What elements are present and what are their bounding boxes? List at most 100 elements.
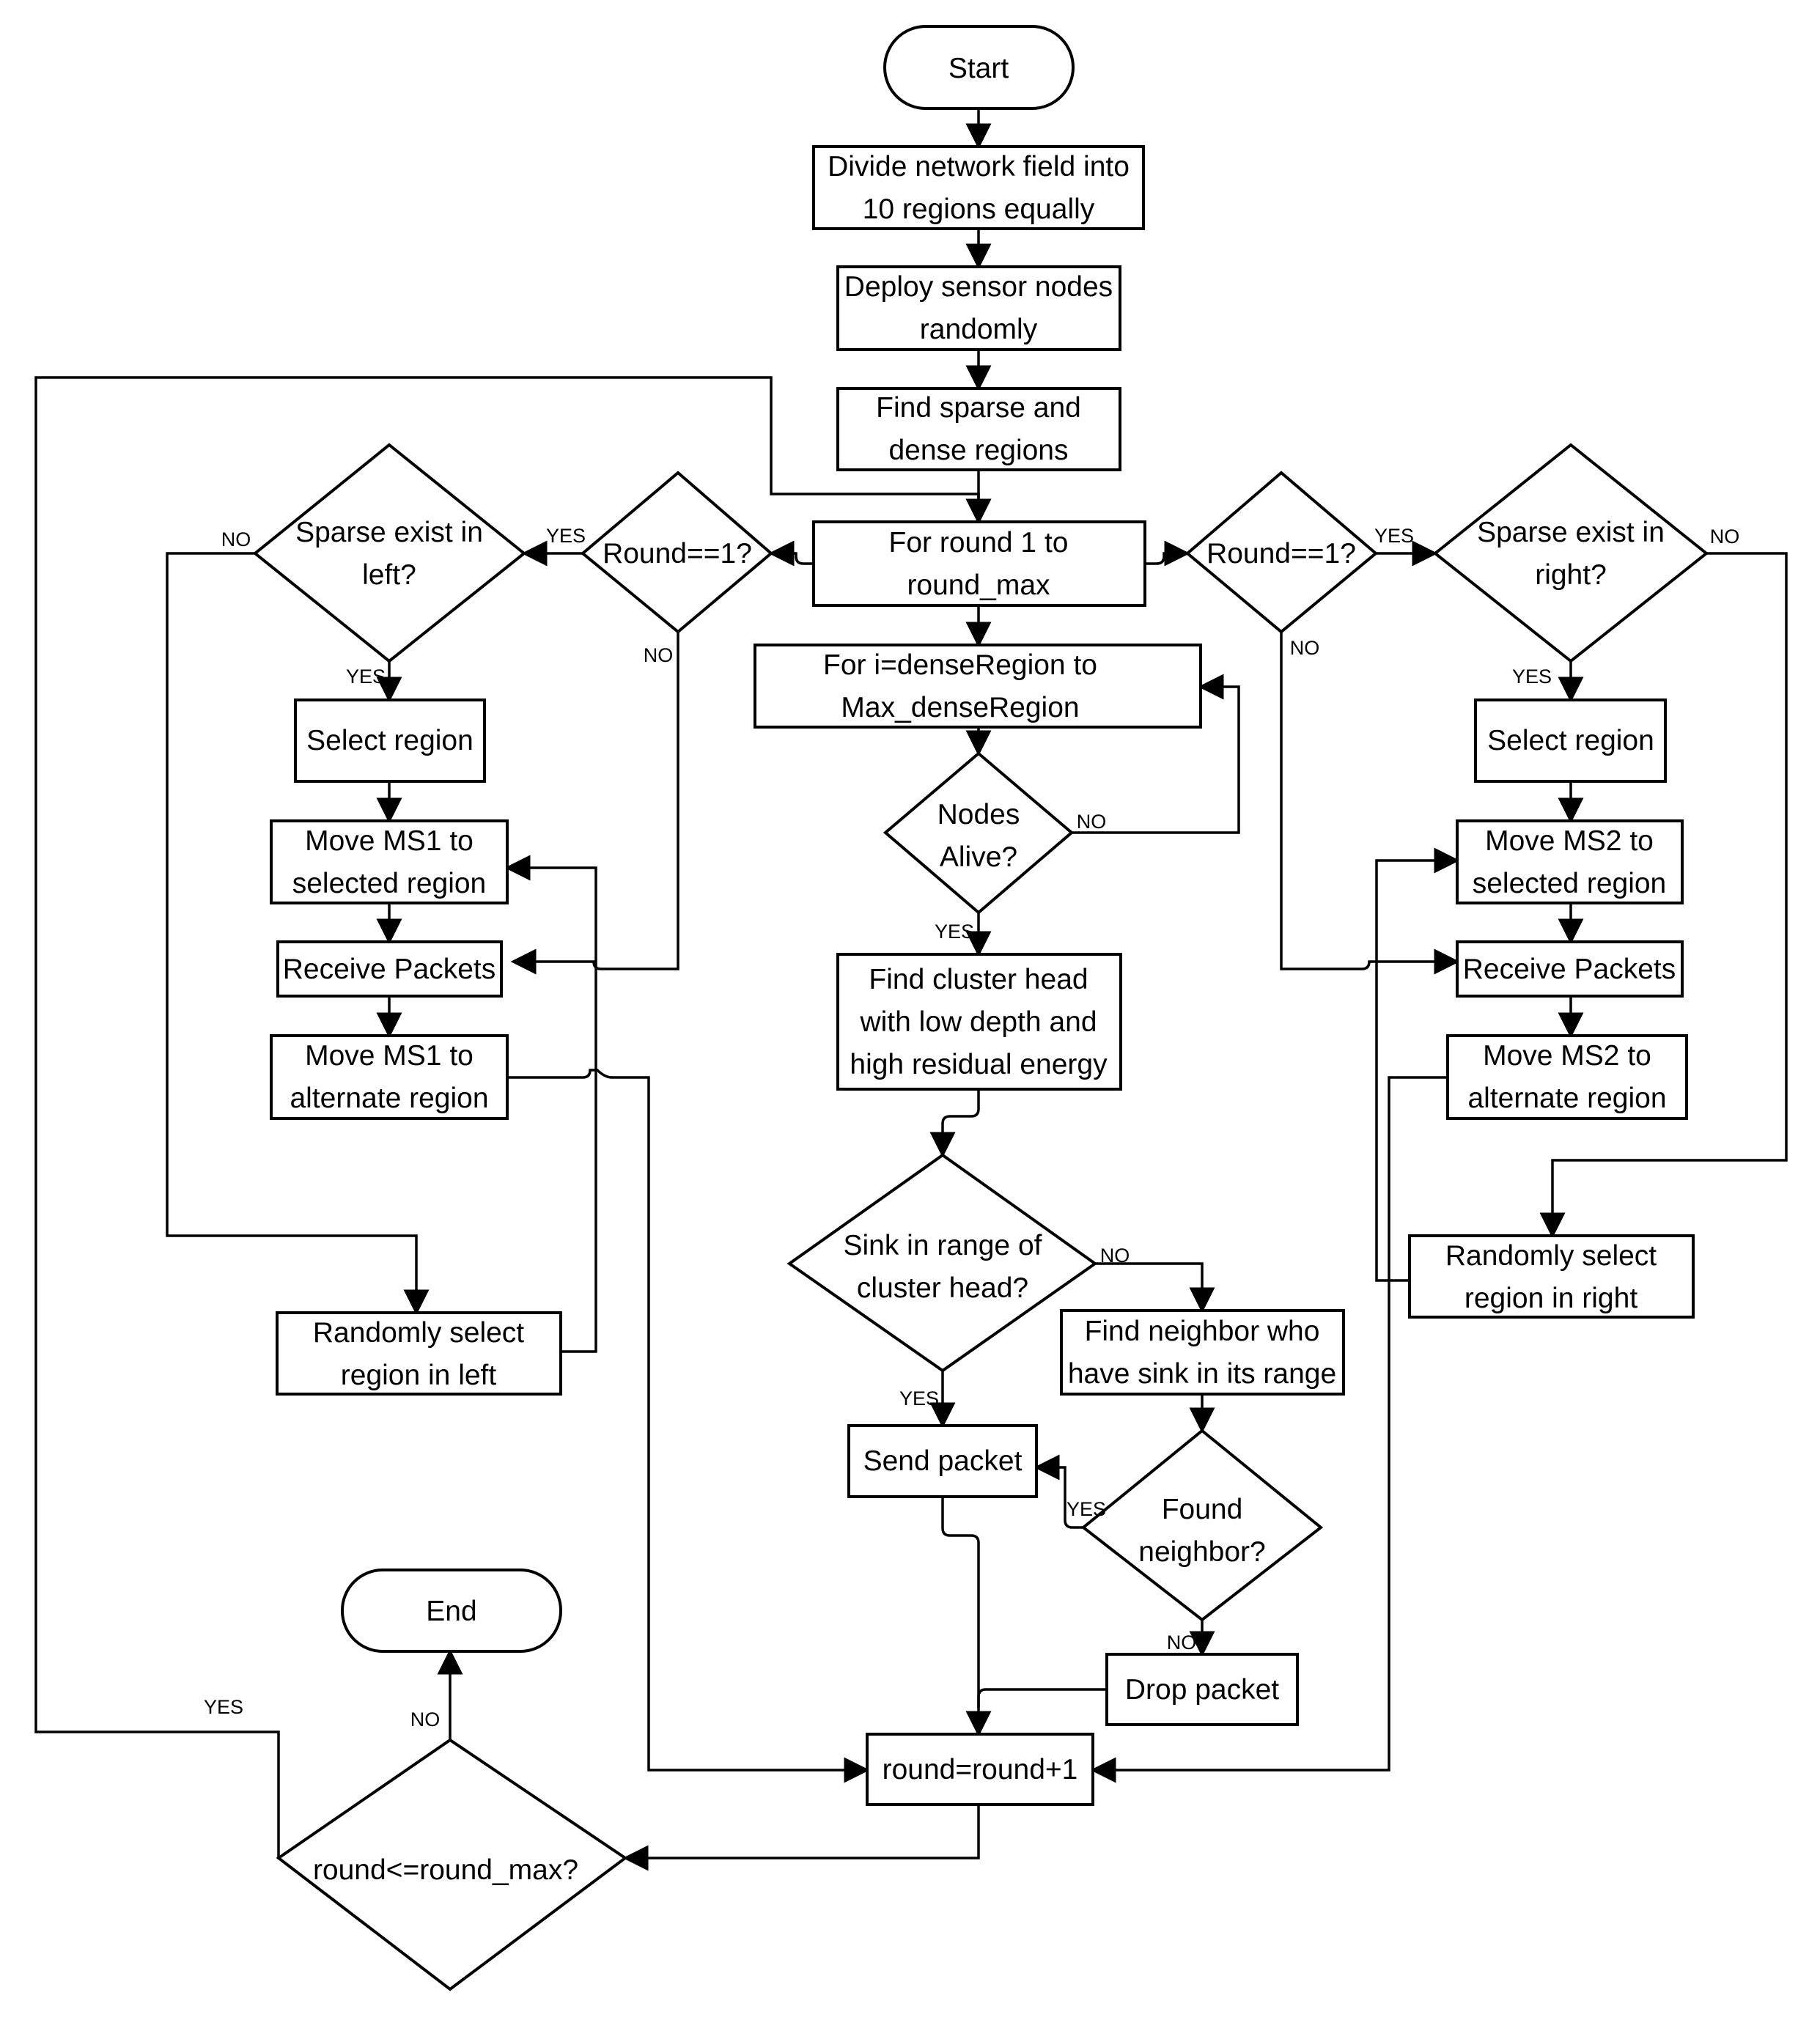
edge-roundright-no (1280, 632, 1460, 975)
yes-found-label: YES (1066, 1498, 1106, 1520)
round-check-left-decision (580, 471, 774, 634)
no-sparseleft-label: NO (221, 528, 251, 550)
found-neighbor-label: Found neighbor? (1138, 1494, 1265, 1568)
yes-sparseleft-label: YES (346, 666, 386, 688)
for-i-box (754, 644, 1202, 729)
no-roundleft-label: NO (644, 644, 674, 666)
move-ms2-alternate-box (1446, 1034, 1688, 1120)
round-check-right-label: Round==1? (1206, 538, 1356, 570)
nodes-alive-label-line: Nodes (937, 799, 1020, 830)
found-neighbor-label-line: Found (1162, 1494, 1243, 1525)
edge-sparseright-no (1539, 552, 1788, 1239)
select-left-box (294, 698, 486, 783)
send-packet-label: Send packet (863, 1445, 1023, 1477)
edge-randomleft-move1 (504, 855, 597, 1353)
found-neighbor-label-line: neighbor? (1138, 1536, 1265, 1568)
edge-movealt1-roundinc (507, 1069, 870, 1783)
found-neighbor-decision (1080, 1429, 1324, 1622)
for-round-label-line: For round 1 to (889, 527, 1069, 559)
edge-findch-sink (929, 1089, 980, 1158)
node-labels: Start End (426, 53, 1009, 1627)
round-check-left-label: Round==1? (603, 538, 752, 570)
round-inc-label: round=round+1 (883, 1754, 1078, 1785)
edge-send-roundinc (941, 1497, 992, 1737)
receive-right-box (1456, 940, 1684, 998)
receive-right-label: Receive Packets (1463, 954, 1676, 985)
find-ch-label-line: high residual energy (850, 1049, 1108, 1080)
move-ms1-alternate-box (270, 1034, 509, 1120)
send-packet-label-line: Send packet (863, 1445, 1023, 1477)
for-round-label-line: round_max (907, 570, 1050, 601)
start-label: Start (948, 53, 1009, 84)
round-cond-decision (276, 1738, 628, 1991)
yes-sparseright-label: YES (1512, 666, 1552, 688)
edge-nodesalive-no (1072, 674, 1240, 834)
end-terminator (341, 1569, 562, 1653)
nodes-alive-decision (883, 751, 1075, 915)
find-sparse-label-line: Find sparse and (876, 392, 1081, 424)
for-round-label: For round 1 to round_max (889, 527, 1069, 601)
find-neighbor-label-line: have sink in its range (1068, 1358, 1336, 1390)
random-left-box (276, 1311, 562, 1396)
no-sink-label: NO (1100, 1245, 1130, 1267)
find-neighbor-label-line: Find neighbor who (1085, 1316, 1320, 1347)
edge-sink-findneighbor (1095, 1262, 1215, 1313)
yes-roundright-label: YES (1374, 525, 1414, 547)
edge-forround-roundright (1145, 540, 1190, 567)
edge-movealt2-roundinc (1090, 1076, 1448, 1783)
round-check-left-label-line: Round==1? (603, 538, 752, 570)
sparse-left-decision (252, 443, 527, 663)
find-ch-label-line: Find cluster head (869, 964, 1088, 995)
drop-packet-box (1105, 1653, 1299, 1726)
round-check-right-label-line: Round==1? (1206, 538, 1356, 570)
drop-packet-label: Drop packet (1125, 1674, 1279, 1706)
drop-packet-label-line: Drop packet (1125, 1674, 1279, 1706)
edge-drop-merge (977, 1688, 1107, 1708)
round-check-right-decision (1185, 471, 1379, 634)
round-cond-label: round<=round_max? (313, 1854, 578, 1886)
random-right-label-line: Randomly select (1445, 1240, 1657, 1272)
round-inc-label-line: round=round+1 (883, 1754, 1078, 1785)
no-roundright-label: NO (1290, 637, 1320, 659)
move-ms1-selected-label-line: selected region (292, 868, 487, 899)
no-sparseright-label: NO (1710, 526, 1740, 548)
divide-box (812, 145, 1145, 230)
find-neighbor-label: Find neighbor who have sink in its range (1068, 1316, 1336, 1390)
yes-sink-label: YES (899, 1387, 939, 1409)
yes-nodesalive-label: YES (935, 921, 974, 943)
sparse-left-label-line: left? (362, 559, 416, 591)
edge-cond-yes-loop (34, 376, 992, 1858)
select-right-label-line: Select region (1487, 725, 1654, 756)
divide-label-line: 10 regions equally (863, 193, 1095, 225)
receive-left-box (276, 940, 503, 998)
select-left-label: Select region (306, 725, 474, 756)
move-ms1-selected-box (270, 819, 509, 904)
find-neighbor-box (1060, 1309, 1345, 1396)
select-right-box (1474, 698, 1667, 783)
start-terminator (883, 25, 1075, 110)
move-ms1-alternate-label-line: alternate region (290, 1083, 488, 1114)
edge-roundinc-cond (622, 1805, 980, 1871)
yes-cond-label: YES (204, 1696, 243, 1718)
move-ms2-selected-box (1456, 819, 1684, 904)
receive-left-label-line: Receive Packets (283, 954, 495, 985)
edge-sparseleft-no (166, 552, 430, 1316)
edge-forround-roundleft (768, 540, 814, 567)
edge-found-send (1034, 1454, 1083, 1529)
edge-labels: YES NO NO YES YES NO NO YES NO YES NO YE… (204, 525, 1739, 1730)
no-nodesalive-label: NO (1077, 811, 1107, 833)
no-found-label: NO (1167, 1632, 1197, 1654)
